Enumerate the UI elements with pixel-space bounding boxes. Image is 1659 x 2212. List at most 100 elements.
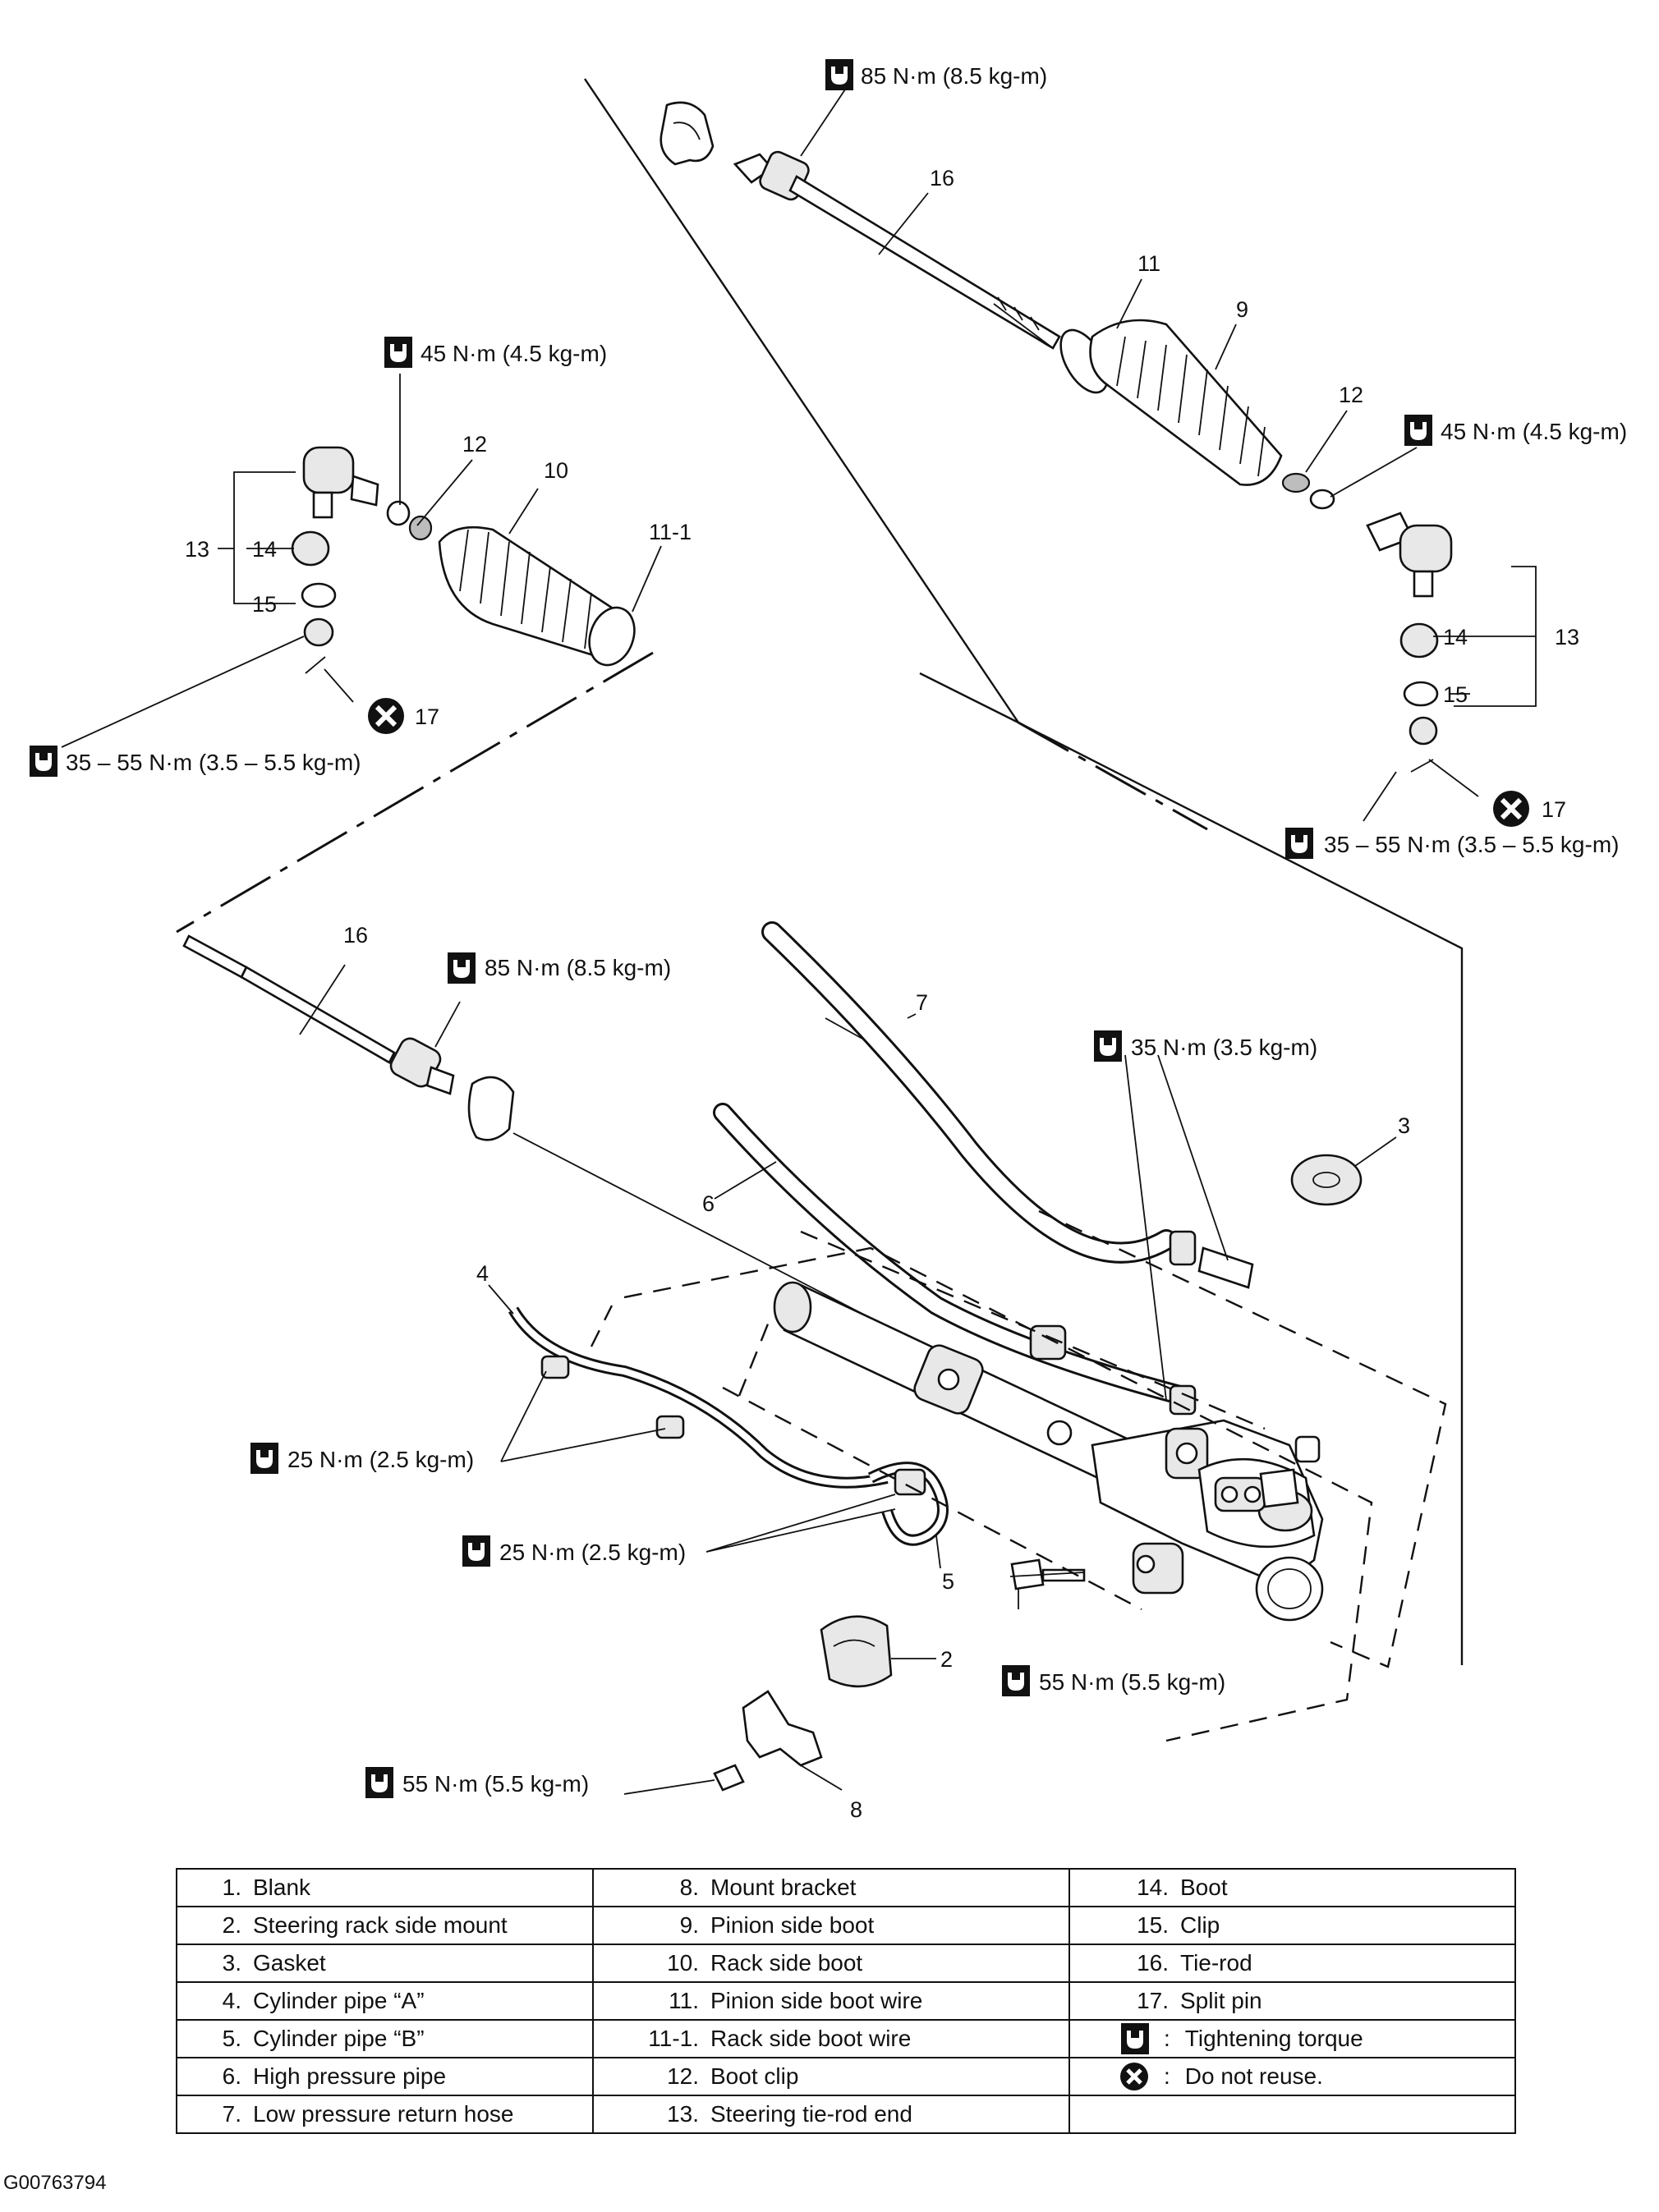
legend-num: 12. — [667, 2063, 699, 2089]
boot-14-right — [1399, 622, 1439, 659]
callout-9: 9 — [1236, 297, 1248, 322]
callout-13: 13 — [185, 537, 209, 562]
callout-16: 16 — [343, 923, 368, 948]
rack-side-mount-2 — [820, 1615, 893, 1688]
torque-wrench-icon — [1094, 1030, 1122, 1062]
legend-row: 8. Mount bracket — [594, 1870, 1068, 1906]
legend-row: 10. Rack side boot — [594, 1944, 1068, 1981]
legend-name: Cylinder pipe “A” — [253, 1988, 425, 2013]
legend-row: 6. High pressure pipe — [177, 2057, 592, 2095]
steering-gear-housing — [773, 1281, 1324, 1622]
legend-row: 17. Split pin — [1070, 1981, 1514, 2019]
legend-row: 16. Tie-rod — [1070, 1944, 1514, 1981]
legend-name: Split pin — [1180, 1988, 1262, 2013]
legend-name: Mount bracket — [710, 1875, 857, 1900]
legend-row: 3.Gasket — [177, 1944, 592, 1981]
legend-colon: : — [1164, 2026, 1170, 2051]
torque-label: 45 N·m (4.5 kg-m) — [1441, 419, 1627, 444]
torque-label: 35 – 55 N·m (3.5 – 5.5 kg-m) — [1324, 832, 1619, 857]
legend-name: Cylinder pipe “B” — [253, 2026, 425, 2051]
legend-num: 7. — [222, 2101, 241, 2127]
torque-label: 25 N·m (2.5 kg-m) — [287, 1447, 474, 1472]
cylinder-pipe-5 — [867, 1462, 949, 1546]
upper-left-assembly — [291, 446, 636, 674]
legend-name: Pinion side boot wire — [710, 1988, 923, 2013]
retainer-ring-upper — [659, 101, 715, 166]
torque-label: 55 N·m (5.5 kg-m) — [1039, 1669, 1225, 1695]
legend-symbol-text: Tightening torque — [1184, 2026, 1363, 2051]
callout-16: 16 — [930, 166, 954, 190]
boot-clip-12-right — [1281, 472, 1311, 493]
boot-clip-12-left — [408, 515, 433, 541]
torque-label: 85 N·m (8.5 kg-m) — [485, 955, 671, 980]
torque-label: 25 N·m (2.5 kg-m) — [499, 1540, 686, 1565]
legend-column-3: 14.Boot 15.Clip 16.Tie-rod 17.Split pin … — [1068, 1870, 1514, 2132]
callout-14: 14 — [252, 537, 277, 562]
assembly-guide-lines — [176, 78, 1464, 1665]
nut-left-upper — [386, 500, 411, 526]
callout-6: 6 — [702, 1191, 715, 1216]
tie-rod-16-lower — [182, 934, 863, 1315]
clip-15-right — [1403, 681, 1439, 707]
boot-wire-11-1 — [588, 606, 636, 667]
legend-name: Boot — [1180, 1875, 1228, 1900]
callout-8: 8 — [850, 1797, 862, 1822]
callout-2: 2 — [940, 1647, 953, 1672]
nut-upper-right — [1309, 489, 1335, 510]
leader-lines — [61, 81, 1537, 1795]
legend-name: Rack side boot — [710, 1950, 863, 1976]
callout-12: 12 — [1339, 383, 1363, 407]
legend-name: Blank — [253, 1875, 311, 1900]
legend-name: Tie-rod — [1180, 1950, 1252, 1976]
legend-name: High pressure pipe — [253, 2063, 447, 2089]
legend-num: 8. — [679, 1875, 699, 1900]
legend-num: 10. — [667, 1950, 699, 1976]
legend-name: Steering tie-rod end — [710, 2101, 912, 2127]
legend-row: 15.Clip — [1070, 1906, 1514, 1944]
cylinder-pipe-4 — [508, 1306, 889, 1489]
legend-row: 9.Pinion side boot — [594, 1906, 1068, 1944]
callout-5: 5 — [942, 1569, 954, 1594]
torque-wrench-icon — [825, 59, 853, 90]
legend-num: 9. — [679, 1912, 699, 1938]
split-pin-17-left — [305, 656, 326, 674]
legend-num: 17. — [1137, 1988, 1169, 2013]
legend-row: 11.Pinion side boot wire — [594, 1981, 1068, 2019]
callout-15: 15 — [252, 592, 277, 617]
tie-rod-16-upper — [733, 150, 1061, 350]
torque-wrench-icon — [30, 746, 57, 777]
legend-row: 13.Steering tie-rod end — [594, 2095, 1068, 2132]
tie-rod-end-13-right — [1366, 512, 1453, 598]
legend-row: 4.Cylinder pipe “A” — [177, 1981, 592, 2019]
torque-wrench-icon — [462, 1535, 490, 1567]
legend-name: Gasket — [253, 1950, 326, 1976]
legend-num: 6. — [222, 2063, 241, 2089]
callout-7: 7 — [916, 990, 928, 1015]
legend-row: 7.Low pressure return hose — [177, 2095, 592, 2132]
do-not-reuse-icon — [1070, 2062, 1157, 2091]
legend-num: 16. — [1137, 1950, 1169, 1976]
callout-14: 14 — [1443, 625, 1468, 649]
torque-wrench-icon — [448, 952, 476, 984]
clip-15-left — [301, 582, 337, 608]
tie-rod-end-13-left — [302, 446, 379, 519]
torque-label: 35 – 55 N·m (3.5 – 5.5 kg-m) — [66, 750, 361, 775]
figure-id: G00763794 — [3, 2172, 107, 2194]
legend-column-2: 8. Mount bracket 9.Pinion side boot 10. Ra… — [592, 1870, 1068, 2132]
return-hose-7 — [761, 921, 1254, 1289]
legend-row: 11-1.Rack side boot wire — [594, 2019, 1068, 2057]
torque-wrench-icon — [1285, 828, 1313, 859]
callout-11: 11 — [1137, 251, 1160, 276]
torque-wrench-icon — [384, 337, 412, 368]
boot-14-left — [291, 530, 330, 567]
exploded-parts-diagram: 85 N·m (8.5 kg-m) 45 N·m (4.5 kg-m) 45 N… — [30, 59, 1627, 1822]
legend-num: 1. — [222, 1875, 241, 1900]
bolt-housing — [1010, 1558, 1086, 1590]
callout-12: 12 — [462, 432, 487, 457]
torque-wrench-icon — [365, 1767, 393, 1798]
legend-row: 14.Boot — [1070, 1870, 1514, 1906]
legend-row: : Do not reuse. — [1070, 2057, 1514, 2095]
torque-wrench-icon — [1404, 415, 1432, 446]
do-not-reuse-icon — [368, 698, 404, 734]
legend-row: 12.Boot clip — [594, 2057, 1068, 2095]
